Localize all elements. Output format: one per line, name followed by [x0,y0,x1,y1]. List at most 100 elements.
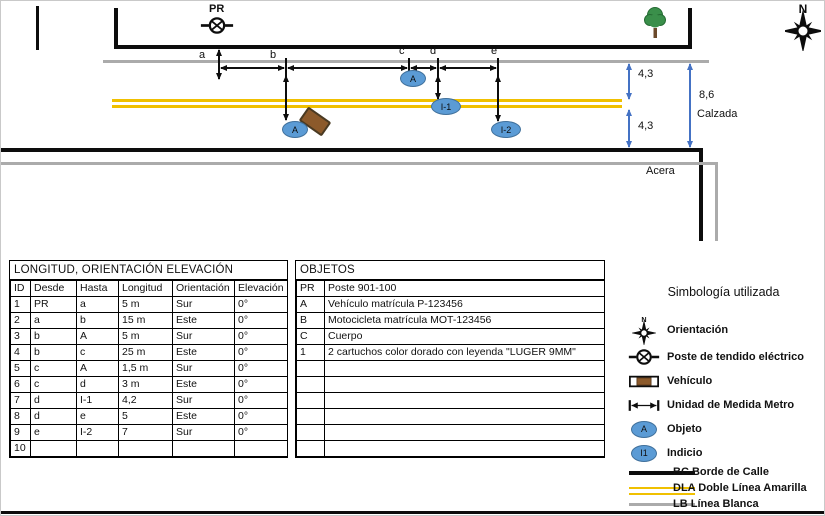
dimension-arrow-upper [628,64,630,99]
measurements-cell: d [30,392,77,409]
measurements-cell: 0° [234,312,288,329]
acera-label: Acera [646,165,675,177]
objects-cell [296,424,325,441]
measurements-cell: 0° [234,360,288,377]
road-edge-bottom [1,148,703,152]
point-tick-e [497,58,499,76]
legend-item-indicio: I1 Indicio [625,441,824,465]
measurements-cell: Sur [172,328,235,345]
measurements-cell: 4 [10,344,31,361]
yellow-line-icon [629,487,695,495]
measurements-cell: 8 [10,408,31,425]
double-yellow-line [112,99,622,108]
pr-label: PR [209,3,225,15]
measurements-cell: c [30,376,77,393]
measurements-cell: 15 m [118,312,173,329]
object-marker-letter: A [631,420,657,438]
measurements-cell: 5 [10,360,31,377]
col-header-hasta: Hasta [76,280,119,297]
measure-arrow-b-c [288,67,407,69]
legend-item-label: Objeto [667,423,702,435]
measurements-cell: 5 m [118,328,173,345]
measurements-cell: Este [172,408,235,425]
white-line-top [103,60,709,63]
objects-row [296,424,605,441]
calzada-label: Calzada [697,108,738,120]
vehicle-icon [625,375,663,388]
measurements-cell: PR [30,296,77,313]
object-marker-icon: A [625,420,663,438]
black-line-icon [629,471,695,475]
measurements-cell: Sur [172,360,235,377]
measurements-cell [76,440,119,457]
objects-cell: Cuerpo [324,328,605,345]
measurements-header-row: ID Desde Hasta Longitud Orientación Elev… [10,280,288,297]
measure-arrow-e-i2 [497,76,499,121]
legend: Simbología utilizada N Orientación [621,285,824,514]
legend-item-label: DLA Doble Línea Amarilla [673,482,807,494]
measurements-cell: e [30,424,77,441]
objects-cell [324,440,605,457]
legend-item-label: Unidad de Medida Metro [667,399,795,411]
objects-cell [296,392,325,409]
road-edge-top-right-vertical [688,8,692,49]
measurements-cell: 0° [234,376,288,393]
legend-item-doble-linea-amarilla: DLA Doble Línea Amarilla [629,482,824,497]
dimension-label-total: 8,6 [699,89,715,101]
objects-table-title: OBJETOS [296,261,604,280]
measurements-cell: Sur [172,296,235,313]
measurements-cell: c [76,344,119,361]
gray-line-icon [629,503,695,506]
measurements-cell: 1,5 m [118,360,173,377]
objects-cell [296,440,325,457]
measurements-cell [172,440,235,457]
objects-row [296,360,605,377]
indicio-marker-letter: I1 [631,444,657,462]
measurements-cell: 5 [118,408,173,425]
measurements-cell: 10 [10,440,31,457]
measurements-cell: 0° [234,344,288,361]
measurements-cell: 7 [10,392,31,409]
dimension-label-lower: 4,3 [638,120,654,132]
measurements-cell: 7 [118,424,173,441]
measurements-cell: I-2 [76,424,119,441]
objects-cell [324,360,605,377]
road-edge-top [114,45,692,49]
object-marker-a-vehicle: A [282,121,308,138]
measurements-cell: 2 [10,312,31,329]
measure-arrow-a-b [221,67,284,69]
measurements-cell: 25 m [118,344,173,361]
dimension-arrow-total [689,64,691,147]
measurements-cell: b [30,344,77,361]
measurements-cell: A [76,360,119,377]
objects-cell: Vehículo matrícula P-123456 [324,296,605,313]
measurements-cell: 9 [10,424,31,441]
objects-cell [296,408,325,425]
objects-row [296,376,605,393]
measure-arrow-pr-a [218,50,220,79]
measurements-cell: 0° [234,424,288,441]
measurements-cell: 4,2 [118,392,173,409]
objects-cell [324,376,605,393]
legend-item-label: Orientación [667,324,729,336]
measure-arrow-c-d [411,67,436,69]
legend-item-label: LB Línea Blanca [673,498,759,510]
objects-row [296,440,605,457]
legend-item-poste: Poste de tendido eléctrico [625,345,824,369]
scene-diagram: PR N [1,1,824,257]
objects-row [296,408,605,425]
objects-cell [296,376,325,393]
measurements-cell: 0° [234,408,288,425]
measurements-cell: I-1 [76,392,119,409]
legend-item-unidad-medida: Unidad de Medida Metro [625,393,824,417]
